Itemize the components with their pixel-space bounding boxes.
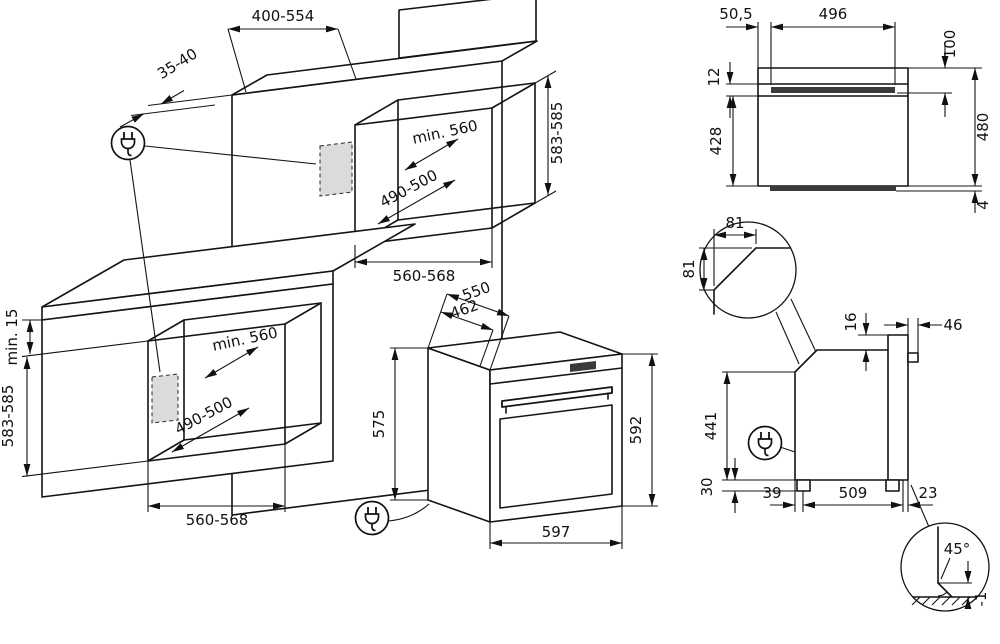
dim-upper-niche-height: 583-585 (548, 102, 566, 165)
dim-oven-height-rear: 575 (370, 410, 388, 439)
dim-chamfer-height: 81 (680, 259, 698, 278)
oven-side-outline (794, 334, 909, 481)
dim-cabinet-top-width: 400-554 (252, 7, 315, 25)
detail-circle-chamfer: 81 81 (680, 214, 817, 365)
dim-floor-tolerance: -1 (972, 592, 990, 607)
dim-front-body-height: 428 (707, 127, 725, 156)
outlet-leader-lower (129, 159, 161, 373)
oven-handle (501, 386, 613, 408)
outlet-area-lower (151, 373, 179, 424)
power-plug-icon (110, 125, 146, 161)
oven-foot-rear (796, 479, 811, 492)
oven-display (570, 361, 596, 372)
dim-trim-raise: 16 (842, 312, 860, 331)
power-plug-icon (747, 425, 783, 461)
dim-oven-height-front: 592 (627, 416, 645, 445)
bottom-strip (770, 186, 896, 191)
dim-foot-height: 30 (698, 477, 716, 496)
dim-upper-niche-width: 560-568 (393, 267, 456, 285)
dim-chamfer-width: 81 (725, 214, 744, 232)
oven-side-handle (907, 352, 919, 363)
dim-lower-niche-height: 583-585 (0, 385, 17, 448)
power-cord (387, 503, 430, 522)
dim-oven-width: 597 (542, 523, 571, 541)
dim-front-top-inset: 100 (941, 30, 959, 59)
outlet-leader-upper (144, 145, 317, 165)
oven-door (499, 404, 613, 509)
oven-left-side (427, 347, 491, 523)
oven-front-elevation: 50,5 496 100 12 428 480 4 (705, 5, 992, 213)
power-cord (779, 446, 796, 453)
outlet-area-upper (319, 141, 353, 197)
oven-front (489, 353, 623, 523)
dim-bottom-front: 23 (918, 484, 937, 502)
power-plug-icon (354, 500, 390, 536)
dim-front-trim-width: 496 (819, 5, 848, 23)
dim-front-bottom-gap: 4 (974, 200, 992, 210)
dim-front-total-height: 480 (974, 113, 992, 142)
oven-front-outline (757, 67, 909, 187)
dim-lower-niche-width: 560-568 (186, 511, 249, 529)
dim-side-rear-height: 441 (702, 412, 720, 441)
oven-side-elevation: 16 46 441 30 39 509 23 (680, 214, 990, 612)
dim-front-trim-height: 12 (705, 67, 723, 86)
oven-foot-front (885, 479, 900, 492)
dim-corner-angle: 45° (944, 540, 971, 558)
oven-isometric-view: 550 462 575 592 597 (354, 278, 658, 549)
dim-bottom-back: 39 (762, 484, 781, 502)
detail-circle-floor: 45° -1 (900, 484, 990, 612)
dim-side-gap: 35-40 (154, 45, 201, 83)
dim-bottom-middle: 509 (839, 484, 868, 502)
cabinet-isometric-view: 400-554 35-40 583-585 560-568 min. 560 4… (0, 0, 566, 529)
dim-handle-depth: 46 (943, 316, 962, 334)
dim-front-offset-left: 50,5 (719, 5, 752, 23)
mounting-strip (771, 87, 895, 93)
dim-counter-clearance: min. 15 (3, 309, 21, 366)
